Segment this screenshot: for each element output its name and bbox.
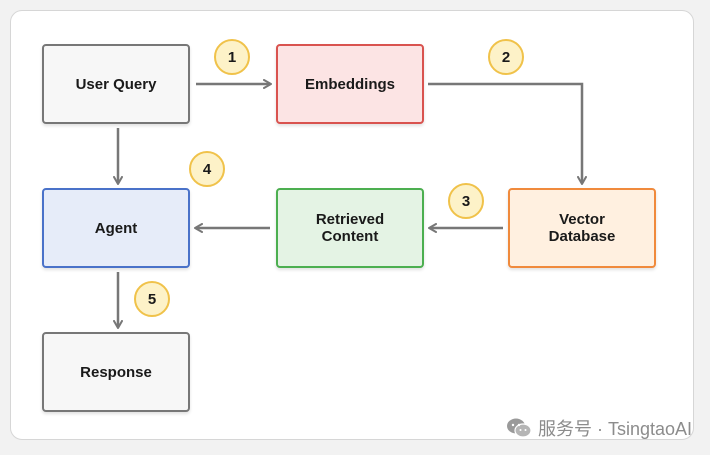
step-badge-3: 3	[448, 183, 484, 219]
step-badge-5: 5	[134, 281, 170, 317]
node-embeddings: Embeddings	[276, 44, 424, 124]
watermark-text: 服务号 · TsingtaoAI	[537, 419, 692, 439]
step-badge-1: 1	[214, 39, 250, 75]
step-badge-2: 2	[488, 39, 524, 75]
node-agent: Agent	[42, 188, 190, 268]
node-vector-database: Vector Database	[508, 188, 656, 268]
node-retrieved-content: Retrieved Content	[276, 188, 424, 268]
watermark: 服务号 · TsingtaoAI	[506, 415, 692, 441]
wechat-icon	[506, 418, 532, 438]
edge-embeddings-to-vector	[428, 82, 587, 185]
step-badge-4: 4	[189, 151, 225, 187]
node-response: Response	[42, 332, 190, 412]
node-user-query: User Query	[42, 44, 190, 124]
